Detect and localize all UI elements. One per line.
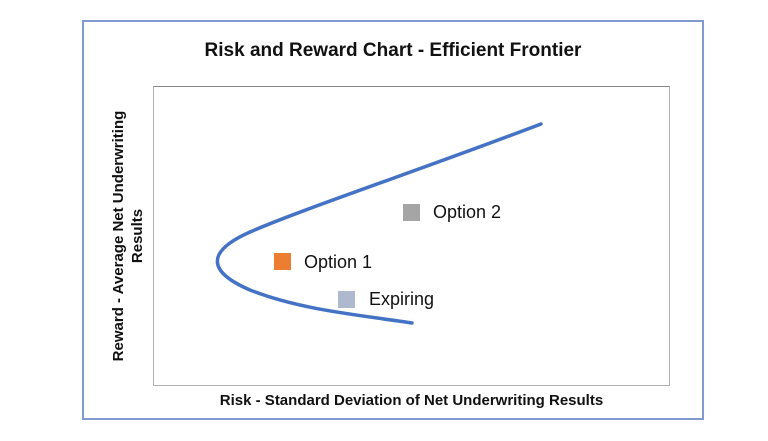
- option-2-label: Option 2: [433, 202, 502, 222]
- expiring-marker: [338, 291, 355, 308]
- option-2-marker: [403, 204, 420, 221]
- expiring-label: Expiring: [369, 289, 435, 309]
- plot-area: [153, 86, 670, 386]
- option-1-label: Option 1: [304, 252, 373, 272]
- x-axis-label: Risk - Standard Deviation of Net Underwr…: [219, 392, 604, 409]
- chart-title: Risk and Reward Chart - Efficient Fronti…: [204, 40, 582, 61]
- option-1-marker: [274, 253, 291, 270]
